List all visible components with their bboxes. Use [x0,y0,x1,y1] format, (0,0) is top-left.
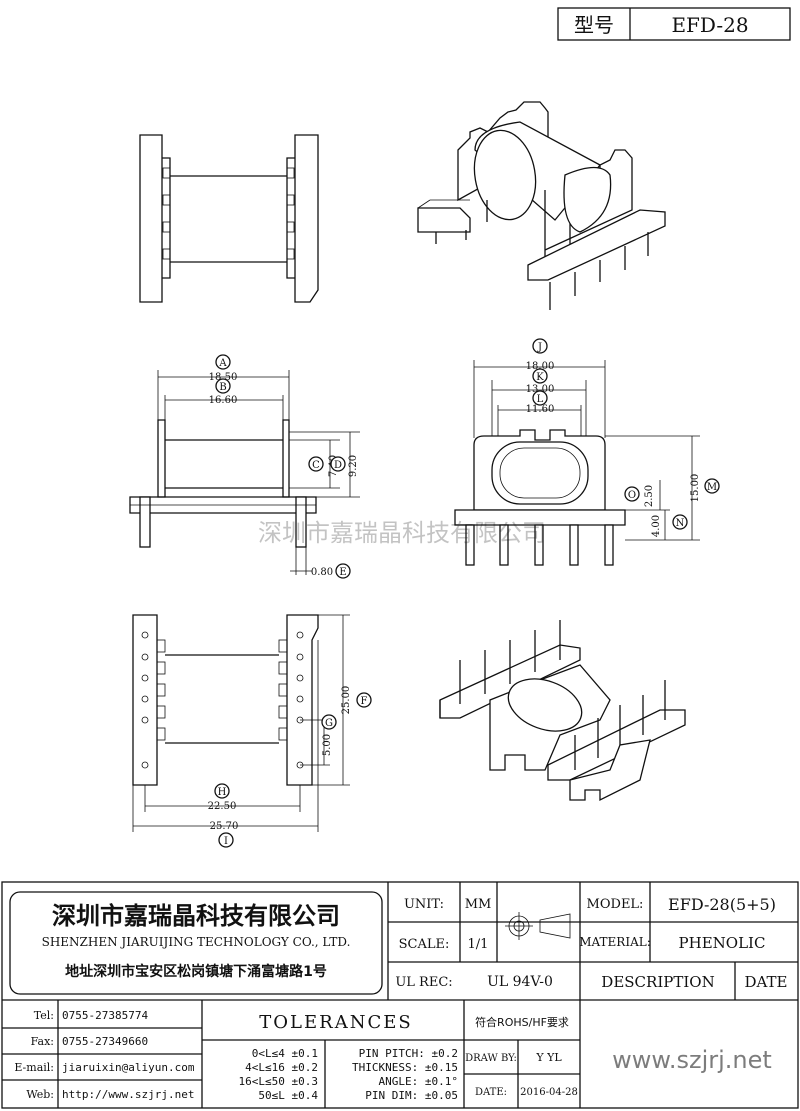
tolerance-spec-1: PIN PITCH: ±0.2 [359,1047,458,1060]
header-model-box: 型号 EFD-28 [557,7,791,41]
dim-value-e: 0.80 [311,567,333,578]
tolerance-spec-3: ANGLE: ±0.1° [379,1075,458,1088]
dim-letter-m: M [707,482,717,493]
company-name-cn: 深圳市嘉瑞晶科技有限公司 [52,902,340,930]
bottom-view: 25.00 F 5.00 G H 22.50 25.70 I [132,614,372,848]
dim-bubble-l [532,390,548,406]
scale-label: SCALE: [399,937,450,952]
fax-value: 0755-27349660 [62,1035,148,1048]
tolerance-spec-2: THICKNESS: ±0.15 [352,1061,458,1074]
dim-letter-i: I [224,836,228,847]
model-label: MODEL: [587,897,644,912]
dim-bubble-g [321,714,337,730]
rohs-note: 符合ROHS/HF要求 [475,1015,569,1029]
tel-label: Tel: [34,1009,54,1022]
dim-bubble-i [218,832,234,848]
dim-bubble-n [672,514,688,530]
dim-value-m: 15.00 [690,474,701,503]
email-label: E-mail: [14,1061,54,1074]
dim-value-b: 16.60 [209,395,238,406]
dim-value-n: 4.00 [651,515,662,537]
draw-by-label: DRAW BY: [465,1053,517,1064]
material-label: MATERIAL: [579,935,651,949]
email-value: jiaruixin@aliyun.com [62,1061,195,1074]
draw-by-value: Y YL [535,1051,562,1064]
company-address: 地址深圳市宝安区松岗镇塘下涌富塘路1号 [65,963,327,980]
company-name-en: SHENZHEN JIARUIJING TECHNOLOGY CO., LTD. [42,935,351,949]
dim-letter-j: J [537,342,542,353]
dim-value-a: 18.50 [209,372,238,383]
header-model-value: EFD-28 [671,13,748,37]
title-block: 深圳市嘉瑞晶科技有限公司 SHENZHEN JIARUIJING TECHNOL… [1,881,799,1109]
dim-letter-g: G [325,718,333,729]
web-value: http://www.szjrj.net [62,1088,194,1101]
date-row-label: DATE: [475,1087,507,1098]
fax-label: Fax: [31,1035,54,1048]
front-view: A 18.50 B 16.60 7.40 C 9.20 D 0.80 E [129,354,360,579]
dim-bubble-o [624,486,640,502]
tel-value: 0755-27385774 [62,1009,148,1022]
dim-bubble-h [214,783,230,799]
date-value: 2016-04-28 [520,1087,578,1098]
description-label: DESCRIPTION [601,973,714,991]
dim-bubble-c [308,456,324,472]
dim-letter-k: K [536,372,544,383]
dim-bubble-a [215,354,231,370]
web-label: Web: [26,1088,54,1101]
dim-letter-l: L [537,394,544,405]
dim-value-j: 18.00 [526,361,555,372]
dim-letter-a: A [218,358,227,369]
material-value: PHENOLIC [679,934,766,952]
date-label: DATE [745,973,788,991]
dim-bubble-b [215,378,231,394]
dim-letter-n: N [676,518,685,529]
tolerance-range-2: 4<L≤16 ±0.2 [245,1061,318,1074]
dim-letter-f: F [361,696,368,707]
ul-label: UL REC: [395,975,452,990]
ul-value: UL 94V-0 [487,974,553,990]
dim-value-d: 9.20 [348,455,359,477]
side-view [139,134,319,303]
dim-letter-o: O [628,490,636,501]
dim-value-h: 22.50 [208,801,237,812]
tolerance-spec-4: PIN DIM: ±0.05 [365,1089,458,1102]
dim-letter-h: H [218,787,227,798]
tolerance-range-3: 16<L≤50 ±0.3 [239,1075,318,1088]
dim-value-f: 25.00 [341,686,352,715]
dim-bubble-e [335,563,351,579]
dim-bubble-j [532,338,548,354]
end-view: J 18.00 K 13.00 L 11.60 15.00 M 2.50 O [454,338,720,566]
dim-bubble-k [532,368,548,384]
dim-value-o: 2.50 [644,485,655,507]
tolerance-range-1: 0<L≤4 ±0.1 [252,1047,318,1060]
dim-bubble-d [330,456,346,472]
iso-view-top [417,101,666,310]
dim-bubble-m [704,478,720,494]
company-box [9,891,383,995]
dim-letter-e: E [339,567,346,578]
unit-label: UNIT: [404,897,444,912]
dim-letter-d: D [334,460,342,471]
header-model-label: 型号 [574,13,614,37]
tolerance-range-4: 50≤L ±0.4 [258,1089,318,1102]
dim-value-k: 13.00 [526,384,555,395]
dim-value-g: 5.00 [322,734,333,756]
dim-value-l: 11.60 [526,404,555,415]
dim-letter-c: C [312,460,320,471]
projection-symbol-icon [505,912,571,940]
scale-value: 1/1 [468,937,489,952]
model-value: EFD-28(5+5) [668,895,776,914]
dim-bubble-f [356,692,372,708]
dim-value-i: 25.70 [210,821,239,832]
watermark: 深圳市嘉瑞晶科技有限公司 [258,519,546,547]
website-watermark: www.szjrj.net [612,1046,772,1074]
tolerances-title: TOLERANCES [259,1012,412,1033]
unit-value: MM [465,897,492,912]
dim-letter-b: B [219,382,226,393]
iso-view-bottom [439,620,686,802]
